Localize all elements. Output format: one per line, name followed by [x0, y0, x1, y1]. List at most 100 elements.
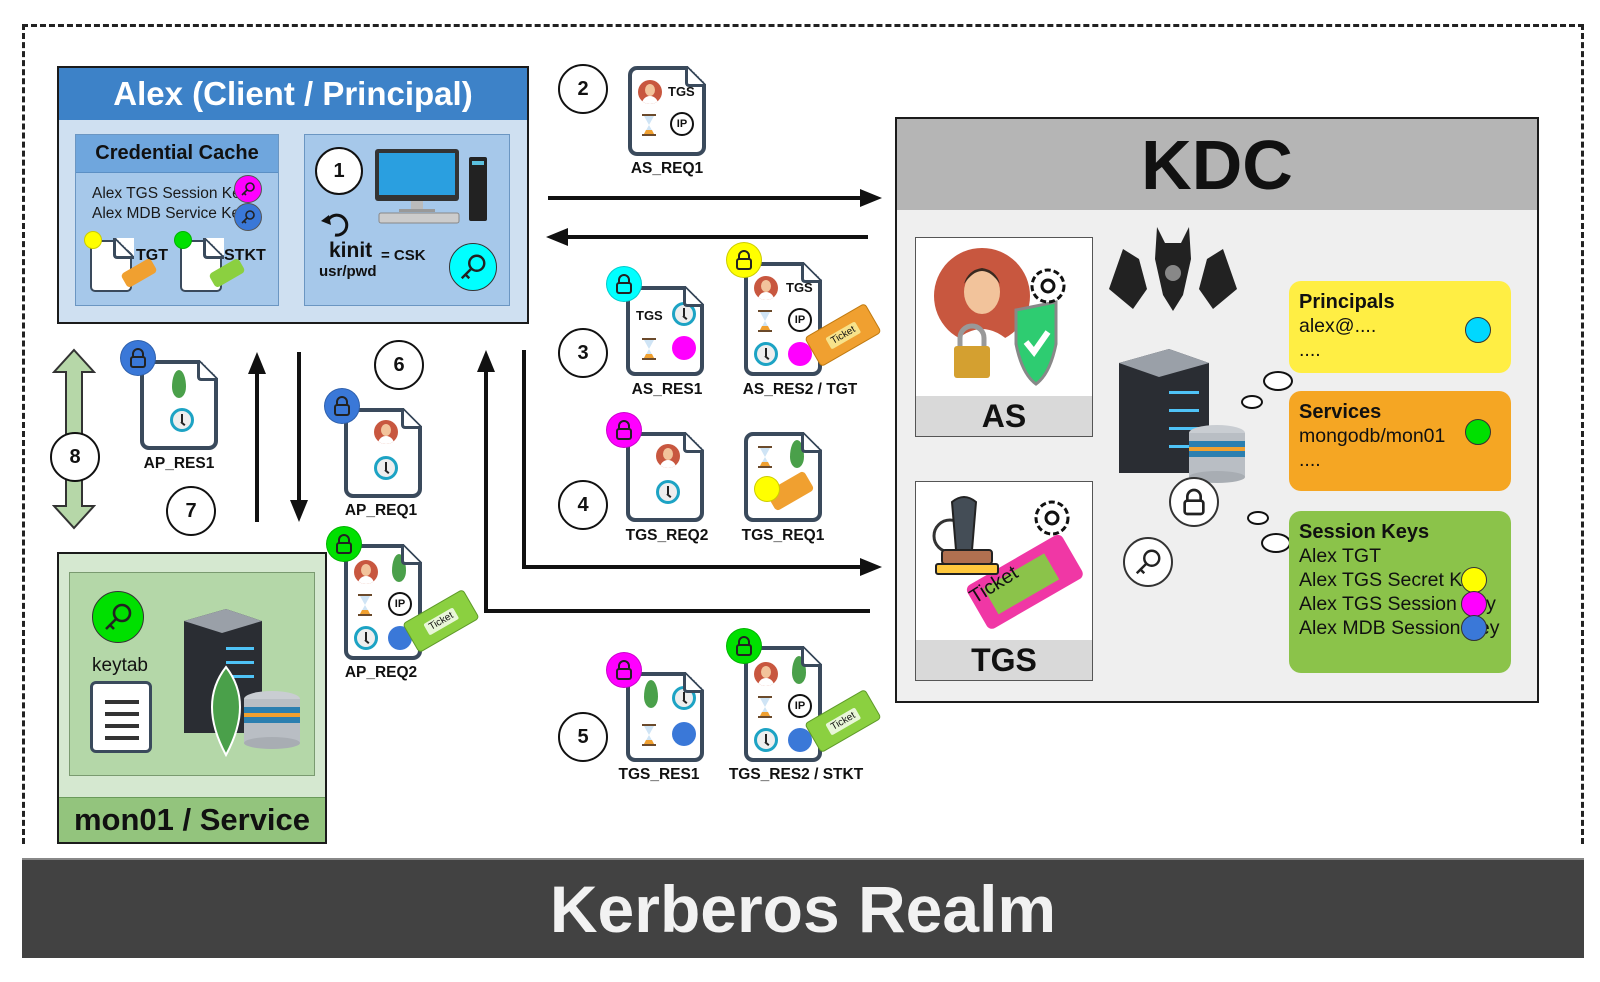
mongodb-leaf-icon: [644, 680, 658, 708]
ticket-text: Ticket: [422, 606, 460, 636]
as-req1-label: AS_REQ1: [630, 160, 704, 177]
kdc-server-icon: [1109, 343, 1249, 488]
kinit-result: = CSK: [381, 247, 426, 264]
lock-icon: [726, 242, 762, 278]
computer-icon: [373, 147, 493, 232]
tgs-field: TGS: [786, 280, 813, 295]
clock-icon: [374, 456, 398, 480]
principal-icon: [354, 560, 378, 584]
step-6-badge: 6: [374, 340, 424, 390]
arrow-ap-request: [297, 352, 301, 502]
kdc-title: KDC: [897, 119, 1537, 210]
clock-icon: [656, 480, 680, 504]
arrow-as-request: [548, 196, 868, 200]
mongodb-leaf-icon: [392, 554, 406, 582]
principal-icon: [754, 276, 778, 300]
services-title: Services: [1299, 401, 1382, 423]
realm-title: Kerberos Realm: [549, 872, 1057, 946]
key-icon: [234, 203, 262, 231]
realm-boundary: [22, 24, 1584, 844]
clock-icon: [354, 626, 378, 650]
mongodb-leaf-icon: [790, 440, 804, 468]
ap-res1-document: [140, 360, 218, 450]
step-3-badge: 3: [558, 328, 608, 378]
step-2-badge: 2: [558, 64, 608, 114]
session-key-line: Alex TGS Secret Key: [1299, 569, 1483, 591]
key-icon: [1123, 537, 1173, 587]
refresh-icon: [319, 209, 355, 244]
session-keys-note: Session Keys Alex TGT Alex TGS Secret Ke…: [1289, 511, 1511, 673]
tgs-req1-label: TGS_REQ1: [741, 527, 825, 544]
principals-line: alex@....: [1299, 315, 1377, 337]
ap-req2-label: AP_REQ2: [344, 664, 418, 681]
arrow-ap-response: [255, 372, 259, 522]
cache-line-tgs-session-key: Alex TGS Session Key: [92, 185, 249, 202]
as-box: AS: [915, 237, 1093, 437]
tgs-res2-stkt-document: IP: [744, 646, 822, 762]
services-note: Services mongodb/mon01 ....: [1289, 391, 1511, 491]
hourglass-icon: [642, 114, 656, 136]
lock-icon: [1169, 477, 1219, 527]
lock-icon: [606, 412, 642, 448]
client-secret-key-icon: [449, 243, 497, 291]
key-icon: [1461, 591, 1487, 617]
services-line: ....: [1299, 449, 1321, 471]
as-req1-document: TGS IP: [628, 66, 706, 156]
tgs-field: TGS: [668, 84, 695, 99]
mongodb-leaf-icon: [792, 656, 806, 684]
ap-res1-label: AP_RES1: [143, 455, 215, 472]
as-res2-tgt-document: TGS IP: [744, 262, 822, 376]
session-key-line: Alex TGT: [1299, 545, 1381, 567]
session-key-icon: [672, 722, 696, 746]
clock-icon: [754, 728, 778, 752]
thought-bubble: [1261, 533, 1291, 553]
client-title: Alex (Client / Principal): [59, 68, 527, 120]
principals-line: ....: [1299, 339, 1321, 361]
hourglass-icon: [642, 724, 656, 746]
arrow-tgs-request: [522, 565, 868, 569]
principal-icon: [638, 80, 662, 104]
ticket-text: Ticket: [824, 706, 862, 736]
key-icon: [1461, 615, 1487, 641]
credential-cache: Credential Cache Alex TGS Session Key Al…: [75, 134, 279, 306]
tgs-req1-document: [744, 432, 822, 522]
keytab-label: keytab: [92, 655, 148, 676]
ip-icon: IP: [788, 694, 812, 718]
hourglass-icon: [758, 446, 772, 468]
as-res1-document: TGS: [626, 286, 704, 376]
step-1-badge: 1: [315, 147, 363, 195]
mongodb-server-icon: [176, 603, 306, 768]
ap-req1-label: AP_REQ1: [344, 502, 418, 519]
arrow-tgs-response: [484, 370, 488, 612]
tgs-field: TGS: [636, 308, 663, 323]
service-host: keytab: [69, 572, 315, 776]
keytab-file-icon: [90, 681, 152, 753]
kdc-panel: KDC AS: [895, 117, 1539, 703]
session-keys-title: Session Keys: [1299, 521, 1430, 543]
ip-icon: IP: [388, 592, 412, 616]
credential-cache-title: Credential Cache: [76, 135, 278, 173]
arrow-head-left: [546, 228, 568, 246]
ticket-text: Ticket: [824, 320, 862, 350]
principal-icon: [754, 662, 778, 686]
service-key-icon: [92, 591, 144, 643]
as-res1-label: AS_RES1: [631, 381, 703, 398]
hourglass-icon: [758, 310, 772, 332]
principal-icon: [656, 444, 680, 468]
lock-icon: [754, 476, 780, 502]
clock-icon: [170, 408, 194, 432]
tgs-res1-label: TGS_RES1: [618, 766, 700, 783]
key-icon: [234, 175, 262, 203]
arrow-head-right: [860, 189, 882, 207]
kinit-command: kinit: [329, 239, 373, 262]
lock-icon: [174, 231, 192, 249]
kinit-credentials: usr/pwd: [319, 263, 377, 280]
clock-icon: [754, 342, 778, 366]
hourglass-icon: [758, 696, 772, 718]
arrow-as-response: [566, 235, 868, 239]
arrow-tgs-response: [484, 609, 870, 613]
session-key-line: Alex TGS Session Key: [1299, 593, 1496, 615]
principal-icon: [374, 420, 398, 444]
ap-req2-document: IP: [344, 544, 422, 660]
principals-title: Principals: [1299, 291, 1395, 313]
